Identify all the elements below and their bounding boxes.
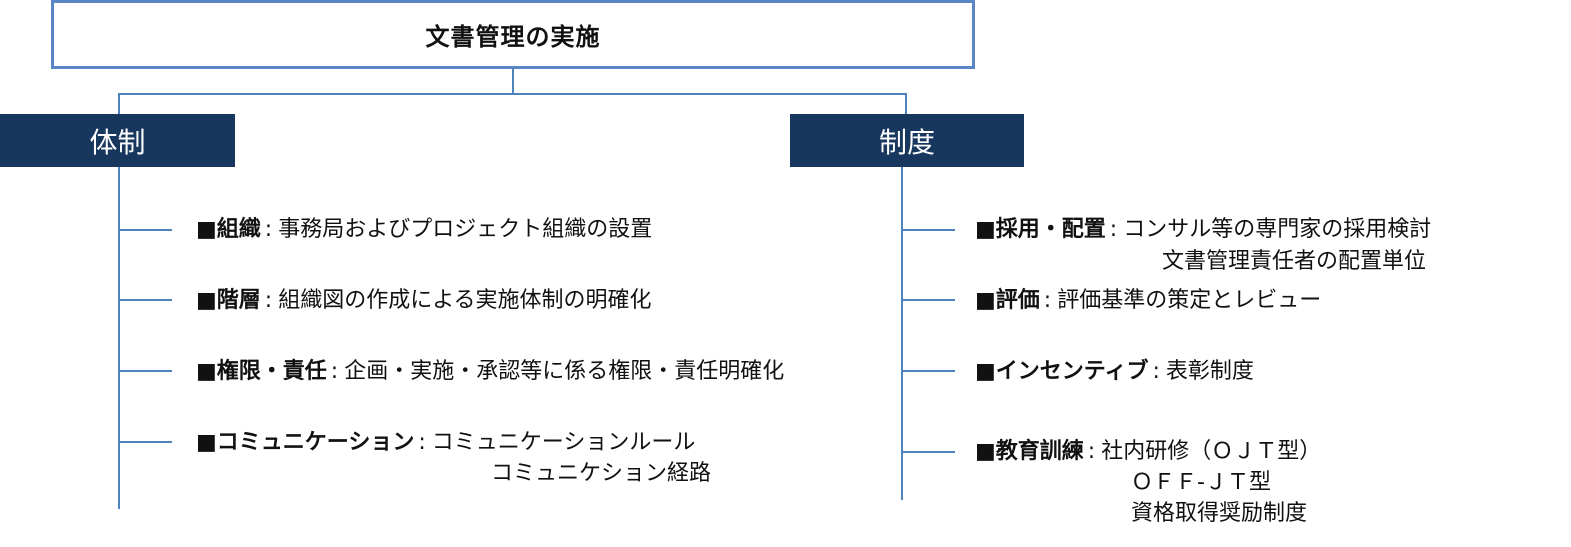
left-tick-4 [118,441,172,443]
title-box: 文書管理の実施 [51,0,975,69]
item-heading: ■教育訓練 [975,439,1084,464]
right-branch-drop-line [905,93,907,115]
right-tick-1 [901,229,955,231]
title-stem-line [512,66,514,94]
category-label: 制度 [878,125,935,159]
category-header-right: 制度 [790,114,1024,167]
right-spine-line [901,166,903,500]
item-text: コミュニケーションルール [431,430,696,455]
item-separator: : [1152,359,1160,384]
category-label: 体制 [89,125,146,159]
item-separator: : [1109,217,1118,242]
item-separator: : [1087,439,1096,464]
right-item-training-line2: ＯＦＦ-ＪＴ型 [1131,467,1271,498]
item-text: 評価基準の策定とレビュー [1057,288,1322,313]
horizontal-branch-line [118,93,907,95]
item-text: 資格取得奨励制度 [1131,501,1308,526]
item-heading: ■インセンティブ [975,359,1149,384]
right-item-hiring: ■採用・配置:コンサル等の専門家の採用検討 [975,214,1431,245]
item-separator: : [264,217,273,242]
category-header-left: 体制 [0,114,235,167]
item-heading: ■評価 [975,288,1040,313]
item-heading: ■権限・責任 [196,359,327,384]
left-tick-1 [118,229,172,231]
item-text: ＯＦＦ-ＪＴ型 [1131,470,1271,495]
right-tick-3 [901,370,955,372]
right-item-incentive: ■インセンティブ:表彰制度 [975,356,1254,387]
right-item-training-line3: 資格取得奨励制度 [1131,498,1307,529]
item-separator: : [418,430,426,455]
item-text: コンサル等の専門家の採用検討 [1123,217,1432,242]
left-spine-line [118,166,120,509]
right-item-training: ■教育訓練:社内研修（ＯＪＴ型） [975,436,1321,467]
item-text: 文書管理責任者の配置単位 [1162,249,1427,274]
left-item-hierarchy: ■階層:組織図の作成による実施体制の明確化 [196,285,652,316]
item-heading: ■採用・配置 [975,217,1106,242]
diagram-title: 文書管理の実施 [425,23,601,51]
right-tick-4 [901,451,955,453]
left-item-organization: ■組織:事務局およびプロジェクト組織の設置 [196,214,652,245]
left-tick-2 [118,299,172,301]
left-item-authority: ■権限・責任:企画・実施・承認等に係る権限・責任明確化 [196,356,784,387]
item-separator: : [330,359,339,384]
right-item-evaluation: ■評価:評価基準の策定とレビュー [975,285,1321,316]
left-item-communication: ■コミュニケーション:コミュニケーションルール [196,427,695,458]
left-branch-drop-line [118,93,120,115]
item-separator: : [264,288,273,313]
item-text: 組織図の作成による実施体制の明確化 [278,288,652,313]
item-text: 表彰制度 [1165,359,1254,384]
item-heading: ■階層 [196,288,261,313]
right-tick-2 [901,299,955,301]
item-separator: : [1043,288,1052,313]
item-text: 事務局およびプロジェクト組織の設置 [278,217,653,242]
left-tick-3 [118,370,172,372]
right-item-hiring-line2: 文書管理責任者の配置単位 [1162,246,1426,277]
item-heading: ■コミュニケーション [196,430,415,455]
item-text: コミュニケション経路 [491,461,712,486]
item-text: 企画・実施・承認等に係る権限・責任明確化 [344,359,785,384]
item-heading: ■組織 [196,217,261,242]
left-item-communication-line2: コミュニケション経路 [491,458,711,489]
item-text: 社内研修（ＯＪＴ型） [1101,439,1322,464]
